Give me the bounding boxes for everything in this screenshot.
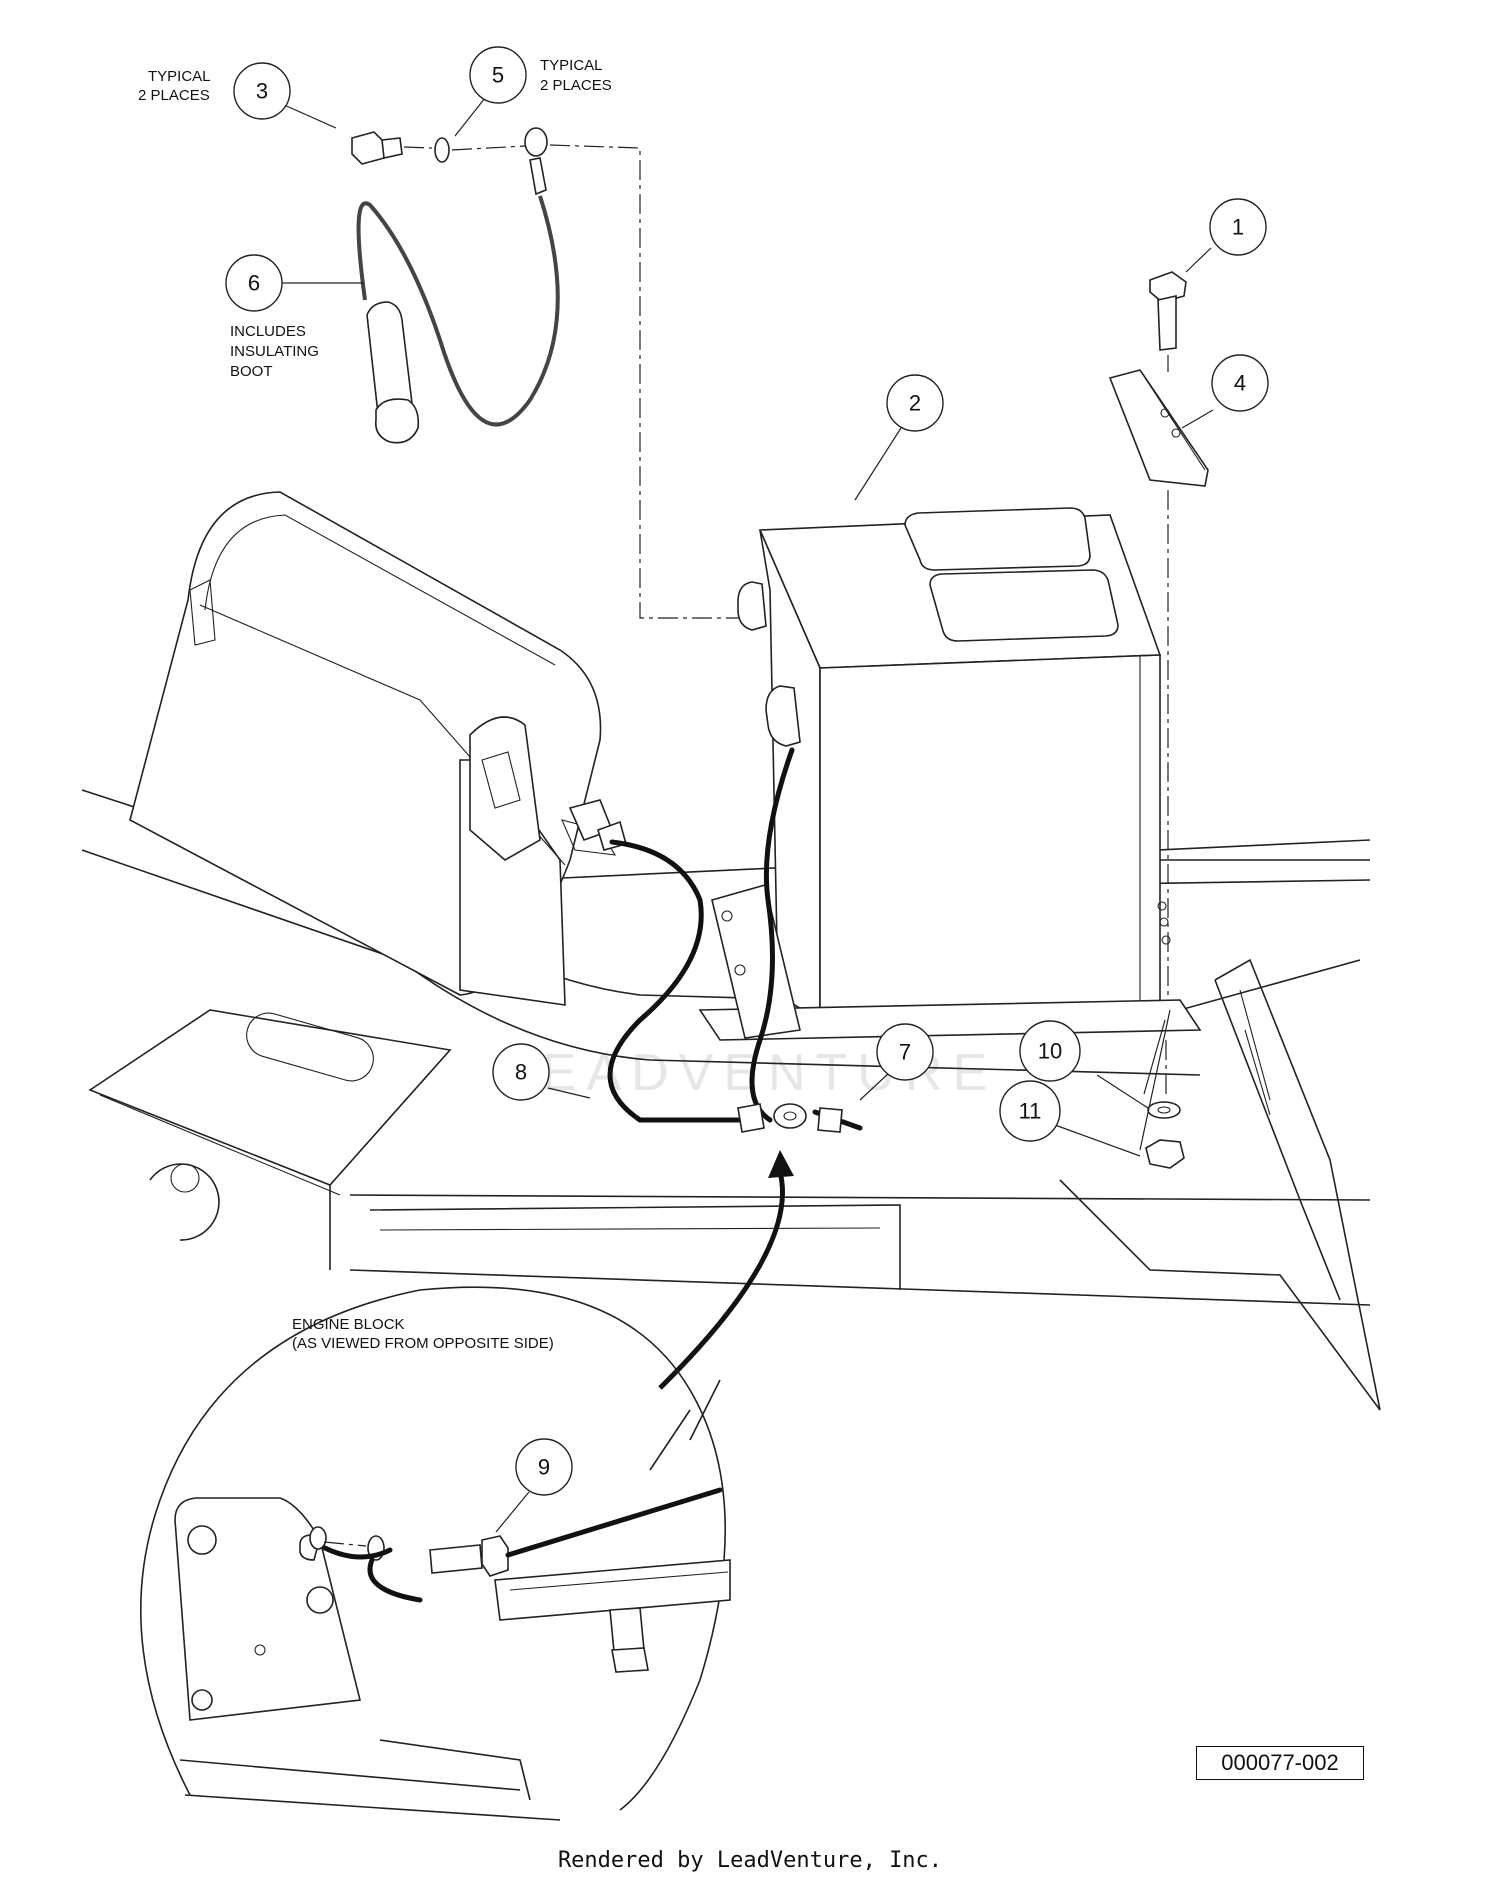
callout-7: 7: [876, 1023, 934, 1081]
callout-4: 4: [1211, 354, 1269, 412]
engine-block-detail: [139, 1286, 731, 1821]
hold-down-bolt: [1149, 271, 1187, 351]
assembly-centerlines: [403, 144, 1169, 1098]
note-engine-1: ENGINE BLOCK: [292, 1316, 405, 1333]
leader-lines: [280, 97, 1214, 1533]
ground-cable: [568, 747, 863, 1133]
hold-down-bracket: [1108, 369, 1209, 487]
callout-3: 3: [233, 62, 291, 120]
rendered-by-footer: Rendered by LeadVenture, Inc.: [557, 1848, 943, 1873]
battery-cable-part6: [356, 127, 560, 444]
note-boot-2: INSULATING: [230, 343, 319, 360]
battery-box: [737, 507, 1162, 1022]
callout-11: 11: [999, 1080, 1061, 1142]
note-typical-left-1: TYPICAL: [148, 68, 211, 85]
svg-text:7: 7: [899, 1040, 911, 1065]
left-bracket-plate: [88, 1009, 452, 1241]
drawing-part-number: 000077-002: [1196, 1746, 1364, 1780]
note-boot-3: BOOT: [230, 363, 273, 380]
battery-tray: [698, 884, 1202, 1041]
terminal-bolt: [351, 131, 403, 165]
svg-text:1: 1: [1232, 215, 1244, 240]
notes: TYPICAL 2 PLACES TYPICAL 2 PLACES INCLUD…: [138, 57, 612, 1352]
note-boot-1: INCLUDES: [230, 323, 306, 340]
detail-arrow: [658, 1150, 794, 1390]
svg-text:9: 9: [538, 1455, 550, 1480]
callout-1: 1: [1209, 198, 1267, 256]
note-engine-2: (AS VIEWED FROM OPPOSITE SIDE): [292, 1335, 554, 1352]
callout-5: 5: [469, 46, 527, 104]
svg-text:3: 3: [256, 79, 268, 104]
svg-text:5: 5: [492, 63, 504, 88]
svg-text:10: 10: [1038, 1039, 1062, 1064]
engine-cover-housing: [129, 491, 617, 1006]
note-typical-right-2: 2 PLACES: [540, 77, 612, 94]
callout-6: 6: [225, 254, 283, 312]
terminal-washer: [434, 137, 450, 163]
svg-text:4: 4: [1234, 371, 1246, 396]
washer-and-nut: [1145, 1101, 1185, 1169]
callout-8: 8: [492, 1043, 550, 1101]
callout-9: 9: [515, 1438, 573, 1496]
callout-2: 2: [886, 374, 944, 432]
svg-text:11: 11: [1019, 1099, 1042, 1124]
note-typical-right-1: TYPICAL: [540, 57, 603, 74]
callout-10: 10: [1019, 1020, 1081, 1082]
svg-text:2: 2: [909, 391, 921, 416]
callouts: 1 2 3 4 5 6 7 8 9 10 11: [225, 46, 1269, 1496]
svg-text:8: 8: [515, 1060, 527, 1085]
note-typical-left-2: 2 PLACES: [138, 87, 210, 104]
svg-text:6: 6: [248, 271, 260, 296]
